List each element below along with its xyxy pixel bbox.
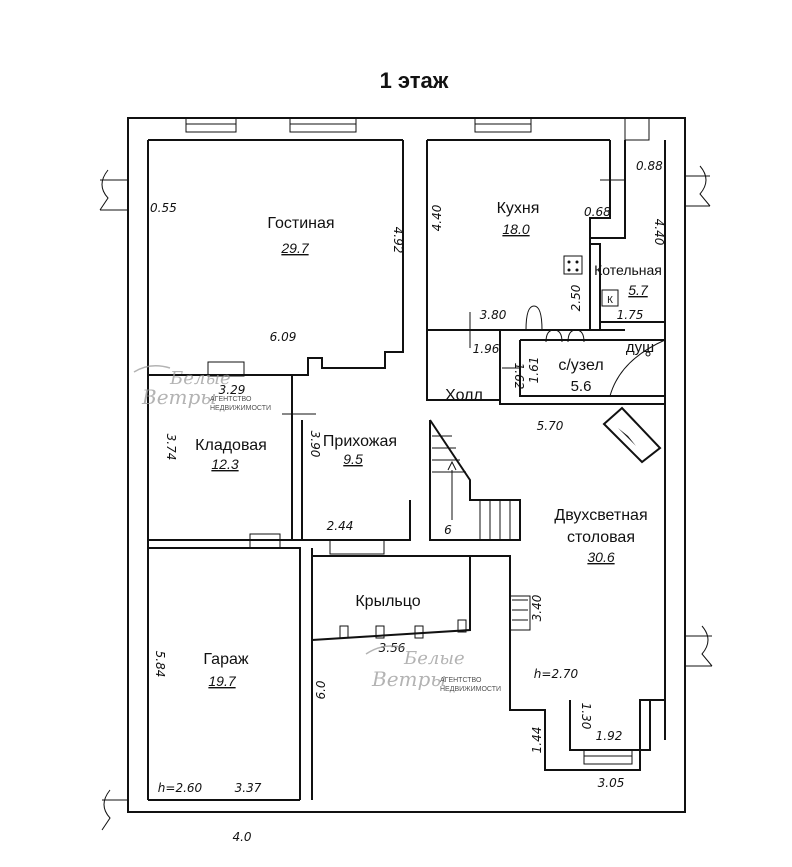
boiler-symbol: К bbox=[607, 295, 613, 306]
watermark-logo: Белые Ветры АГЕНТСТВО НЕДВИЖИМОСТИ bbox=[133, 365, 271, 412]
dim-161: 1.61 bbox=[527, 357, 541, 384]
room-entrance-area: 9.5 bbox=[343, 451, 363, 467]
watermark-logo-2: Белые Ветры АГЕНТСТВО НЕДВИЖИМОСТИ bbox=[365, 645, 501, 693]
dim-440a: 4.40 bbox=[430, 204, 444, 231]
dim-h260: h=2.60 bbox=[158, 781, 203, 795]
staircase bbox=[432, 435, 531, 631]
room-bathroom: с/узел 5.6 bbox=[558, 357, 603, 395]
watermark2-sub2: НЕДВИЖИМОСТИ bbox=[440, 686, 501, 693]
room-porch: Крыльцо bbox=[355, 593, 420, 610]
room-dining-name2: столовая bbox=[567, 529, 635, 546]
dim-144: 1.44 bbox=[530, 727, 544, 754]
room-boiler-name: Котельная bbox=[594, 262, 662, 278]
watermark2-line1: Белые bbox=[403, 648, 465, 669]
dim-340: 3.40 bbox=[530, 594, 544, 621]
room-kitchen-name: Кухня bbox=[497, 200, 540, 217]
dim-175: 1.75 bbox=[617, 308, 644, 322]
room-storage-area: 12.3 bbox=[211, 456, 238, 472]
dim-492: 4.92 bbox=[391, 227, 405, 254]
dim-584: 5.84 bbox=[153, 651, 167, 678]
dim-055: 0.55 bbox=[150, 201, 177, 215]
room-hall-name: Холл bbox=[445, 387, 483, 404]
room-garage-area: 19.7 bbox=[208, 673, 236, 689]
outer-walls bbox=[127, 117, 686, 813]
room-kitchen: Кухня 18.0 bbox=[497, 200, 540, 237]
room-kitchen-area: 18.0 bbox=[502, 221, 529, 237]
watermark-line1: Белые bbox=[169, 368, 231, 389]
watermark-sub1: АГЕНТСТВО bbox=[210, 396, 252, 403]
room-living-name: Гостиная bbox=[267, 215, 334, 232]
dim-h270: h=2.70 bbox=[534, 667, 579, 681]
fixtures bbox=[207, 179, 666, 765]
dim-390: 3.90 bbox=[308, 431, 322, 458]
room-garage-name: Гараж bbox=[203, 651, 248, 668]
dim-440b: 4.40 bbox=[652, 219, 666, 246]
watermark-line2: Ветры bbox=[141, 385, 217, 409]
dim-196: 1.96 bbox=[473, 342, 500, 356]
dim-088: 0.88 bbox=[636, 159, 663, 173]
room-dining-name: Двухсветная bbox=[554, 507, 647, 524]
room-bathroom-name: с/узел bbox=[558, 357, 603, 374]
dimension-labels: 0.55 4.92 6.09 4.40 0.88 0.68 4.40 2.50 … bbox=[150, 159, 666, 844]
dim-192: 1.92 bbox=[596, 729, 623, 743]
dim-356: 3.56 bbox=[379, 641, 406, 655]
dim-374: 3.74 bbox=[164, 434, 178, 461]
dim-609: 6.09 bbox=[270, 330, 297, 344]
dim-305: 3.05 bbox=[598, 776, 625, 790]
room-hall: Холл bbox=[445, 387, 483, 404]
room-living: Гостиная 29.7 bbox=[267, 215, 334, 256]
room-dining: Двухсветная столовая 30.6 bbox=[554, 507, 647, 565]
dim-130: 1.30 bbox=[579, 703, 593, 730]
interior-walls bbox=[148, 140, 665, 800]
dim-380: 3.80 bbox=[480, 308, 507, 322]
room-garage: Гараж 19.7 bbox=[203, 651, 248, 689]
dim-162: 1.62 bbox=[512, 363, 526, 390]
room-entrance-name: Прихожая bbox=[323, 433, 397, 450]
room-boiler-area: 5.7 bbox=[628, 282, 649, 298]
watermark2-sub1: АГЕНТСТВО bbox=[440, 677, 482, 684]
top-windows bbox=[185, 117, 650, 141]
room-storage: Кладовая 12.3 bbox=[195, 437, 267, 472]
page-title: 1 этаж bbox=[380, 68, 449, 93]
dim-329: 3.29 bbox=[219, 383, 246, 397]
dim-6: 6 bbox=[444, 523, 452, 537]
break-marks bbox=[99, 165, 713, 831]
room-boiler: Котельная 5.7 К bbox=[594, 262, 662, 306]
room-living-area: 29.7 bbox=[280, 240, 309, 256]
watermark2-line2: Ветры bbox=[371, 667, 447, 691]
dim-244: 2.44 bbox=[327, 519, 354, 533]
dim-250: 2.50 bbox=[569, 284, 583, 311]
dim-337: 3.37 bbox=[235, 781, 262, 795]
dim-60: 6.0 bbox=[314, 680, 328, 699]
dim-570: 5.70 bbox=[537, 419, 564, 433]
room-storage-name: Кладовая bbox=[195, 437, 267, 454]
room-porch-name: Крыльцо bbox=[355, 593, 420, 610]
room-dining-area: 30.6 bbox=[587, 549, 614, 565]
watermark-sub2: НЕДВИЖИМОСТИ bbox=[210, 405, 271, 412]
room-entrance: Прихожая 9.5 bbox=[323, 433, 397, 467]
dim-068: 0.68 bbox=[584, 205, 611, 219]
dim-40: 4.0 bbox=[232, 830, 251, 844]
room-shower: душ bbox=[626, 339, 654, 357]
room-bathroom-area: 5.6 bbox=[571, 378, 592, 395]
